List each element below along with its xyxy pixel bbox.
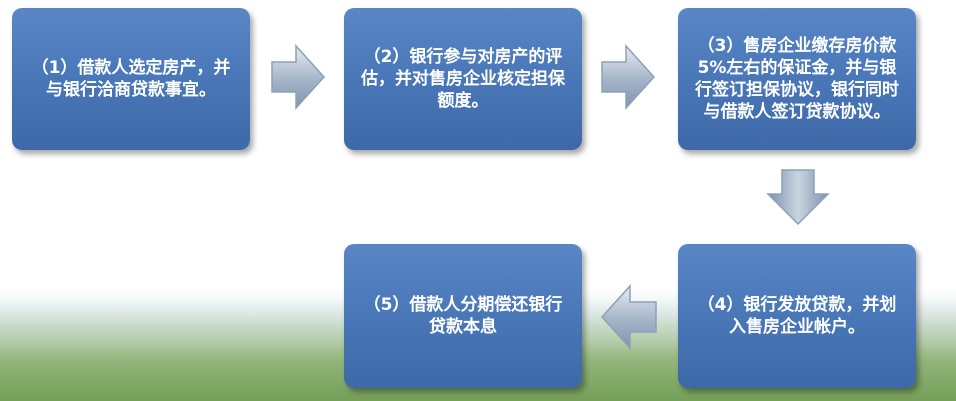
arrow-down-icon [766, 169, 830, 226]
step-2-box: （2）银行参与对房产的评估，并对售房企业核定担保额度。 [344, 8, 582, 150]
step-4-label: （4）银行发放贷款，并划入售房企业帐户。 [697, 295, 897, 337]
arrow-right-icon [601, 44, 656, 110]
step-2-label: （2）银行参与对房产的评估，并对售房企业核定担保额度。 [361, 47, 565, 111]
step-4-box: （4）银行发放贷款，并划入售房企业帐户。 [678, 244, 916, 388]
step-3-label: （3）售房企业缴存房价款5%左右的保证金，并与银行签订担保协议，银行同时与借款人… [695, 36, 899, 122]
step-1-label: （1）借款人选定房产，并与银行洽商贷款事宜。 [31, 58, 231, 100]
arrow-right-icon [271, 44, 326, 110]
step-3-box: （3）售房企业缴存房价款5%左右的保证金，并与银行签订担保协议，银行同时与借款人… [678, 8, 916, 150]
step-5-label: （5）借款人分期偿还银行贷款本息 [363, 295, 563, 337]
step-1-box: （1）借款人选定房产，并与银行洽商贷款事宜。 [12, 8, 250, 150]
arrow-left-icon [600, 284, 657, 350]
step-5-box: （5）借款人分期偿还银行贷款本息 [344, 244, 582, 388]
